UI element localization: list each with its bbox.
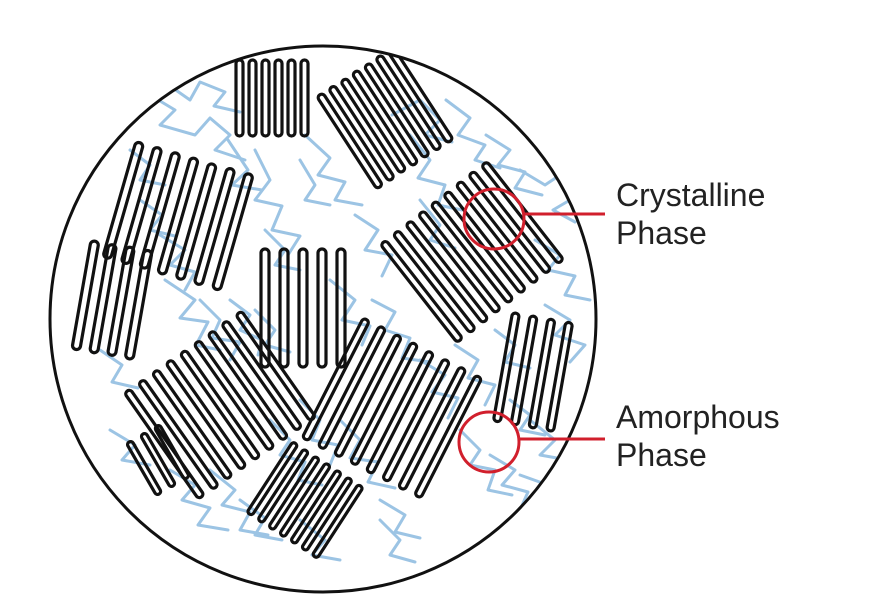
lamella-strand — [349, 341, 419, 466]
lamella-strand — [455, 180, 539, 284]
lamella-strand — [363, 62, 430, 159]
crystalline-callout — [462, 187, 605, 251]
lamella-strand — [311, 483, 364, 559]
crystalline-label-line2: Phase — [616, 215, 707, 251]
lamella-strand — [138, 379, 219, 490]
lamella-strand — [179, 349, 261, 461]
lamella-strand — [380, 240, 463, 343]
lamella-strand — [193, 340, 275, 451]
lamella-strand — [247, 58, 258, 138]
amorphous-callout — [457, 410, 605, 474]
lamella-strand — [481, 161, 564, 264]
lamella-strand — [468, 170, 552, 274]
lamella-strand — [246, 441, 299, 517]
crystalline-callout-circle — [462, 187, 526, 251]
lamella-strand — [382, 358, 451, 483]
lamella-strand — [211, 172, 254, 292]
lamella-strand — [234, 58, 245, 138]
lamella-strand — [193, 167, 236, 286]
lamella-strand — [299, 58, 310, 138]
crystalline-label-line1: Crystalline — [616, 177, 766, 213]
lamella-strand — [88, 243, 118, 355]
lamella-strand — [124, 248, 154, 361]
lamella-strand — [297, 247, 309, 369]
amorphous-callout-circle — [457, 410, 521, 474]
lamella-strand — [351, 69, 419, 167]
lamella-strand — [418, 210, 501, 314]
lamella-strand — [397, 366, 467, 491]
lamella-strand — [151, 369, 233, 480]
lamella-strand — [279, 462, 331, 538]
lamella-strand — [316, 92, 383, 190]
lamella-strand — [260, 58, 271, 138]
lamella-strand — [414, 374, 483, 499]
lamella-strand — [333, 333, 402, 458]
lamella-strand — [273, 58, 284, 138]
lamella-strand — [175, 162, 218, 281]
lamella-strand — [207, 330, 289, 441]
lamella-strand — [335, 247, 347, 369]
lamella-strand — [70, 239, 100, 352]
lamella-strand — [301, 317, 370, 442]
lamella-strand — [286, 58, 297, 138]
lamella-strand — [268, 455, 320, 531]
lamella-strand — [156, 156, 200, 276]
lamella-strand — [300, 476, 353, 552]
crystalline-phase-label: Crystalline Phase — [616, 176, 765, 252]
lamella-strand — [317, 325, 387, 450]
lamella-strand — [153, 424, 190, 480]
lamella-strand — [545, 320, 574, 433]
lamella-strand — [316, 247, 328, 369]
lamella-strand — [430, 200, 514, 304]
lamella-strand — [443, 190, 526, 294]
lamella-strand — [139, 432, 177, 488]
lamella-strand — [340, 77, 407, 174]
lamella-strand — [405, 220, 489, 324]
lamella-strand — [102, 140, 145, 260]
lamella-strand — [126, 440, 163, 496]
lamella-strand — [375, 54, 442, 151]
lamella-strand — [290, 469, 342, 545]
lamella-strand — [106, 245, 136, 357]
amorphous-phase-label: Amorphous Phase — [616, 398, 780, 474]
lamella-strand — [492, 311, 521, 424]
amorphous-label-line2: Phase — [616, 437, 707, 473]
lamella-strand — [328, 85, 395, 182]
lamella-strand — [124, 388, 205, 500]
lamella-strand — [257, 448, 310, 524]
crystalline-lamellae — [70, 46, 574, 559]
amorphous-label-line1: Amorphous — [616, 399, 780, 435]
lamella-strand — [221, 320, 302, 431]
lamella-strand — [392, 230, 476, 334]
lamella-strand — [365, 350, 435, 475]
lamella-strand — [165, 359, 247, 470]
lamella-strand — [527, 317, 556, 430]
spherulite-outline — [48, 44, 598, 594]
